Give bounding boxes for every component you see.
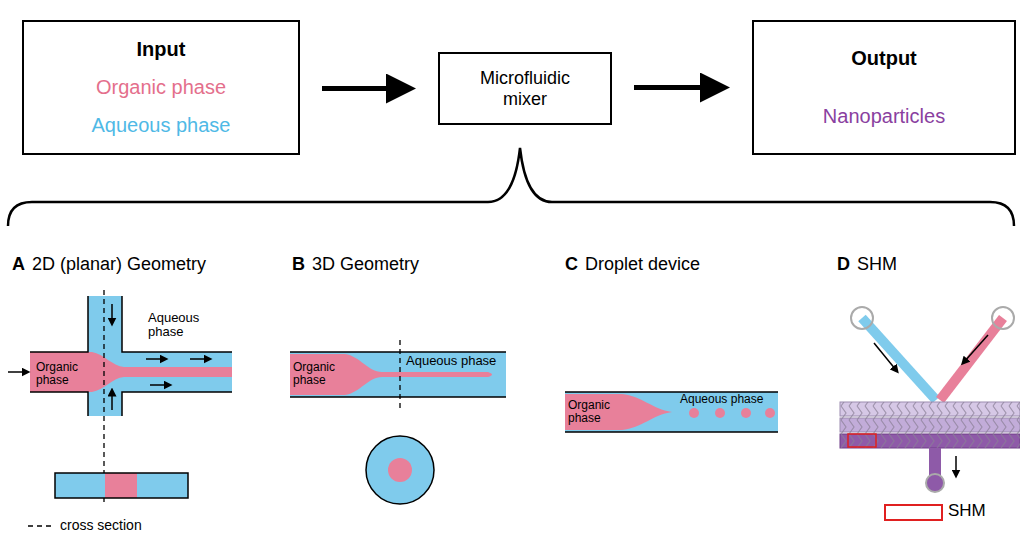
panel-letter: A <box>12 255 25 275</box>
panel-letter: D <box>837 255 850 275</box>
3d-geometry-figure <box>290 340 506 504</box>
flow-arrow <box>322 86 392 91</box>
mixer-label: Microfluidic mixer <box>460 68 590 109</box>
planar-geometry-figure <box>8 290 232 526</box>
panel-letter: B <box>292 255 305 275</box>
panel-letter: C <box>565 255 578 275</box>
phase-label: Aqueous phase <box>406 354 496 368</box>
brace <box>8 148 1014 226</box>
phase-label: Aqueous phase <box>680 393 763 406</box>
output-box: OutputNanoparticles <box>752 20 1016 155</box>
shm-figure <box>840 307 1020 520</box>
panel-title: 3D Geometry <box>312 255 419 275</box>
flow-arrow <box>634 85 706 90</box>
input-box: InputOrganic phaseAqueous phase <box>22 20 300 155</box>
phase-label: Aqueous phase <box>148 311 210 340</box>
panel-title: SHM <box>857 255 897 275</box>
box-heading: Input <box>137 38 186 61</box>
aqueous-label: Aqueous phase <box>91 114 230 137</box>
legend-text: SHM <box>948 502 986 521</box>
nanoparticle-label: Nanoparticles <box>823 105 945 128</box>
legend-text: cross section <box>60 518 142 533</box>
phase-label: Organic phase <box>293 361 345 387</box>
phase-label: Organic phase <box>568 399 618 425</box>
mixer-box: Microfluidic mixer <box>438 52 612 125</box>
panel-title: 2D (planar) Geometry <box>32 255 206 275</box>
phase-label: Organic phase <box>36 361 94 387</box>
box-heading: Output <box>851 47 917 70</box>
droplet-device-figure <box>565 392 778 432</box>
panel-title: Droplet device <box>585 255 700 275</box>
organic-label: Organic phase <box>96 76 226 99</box>
